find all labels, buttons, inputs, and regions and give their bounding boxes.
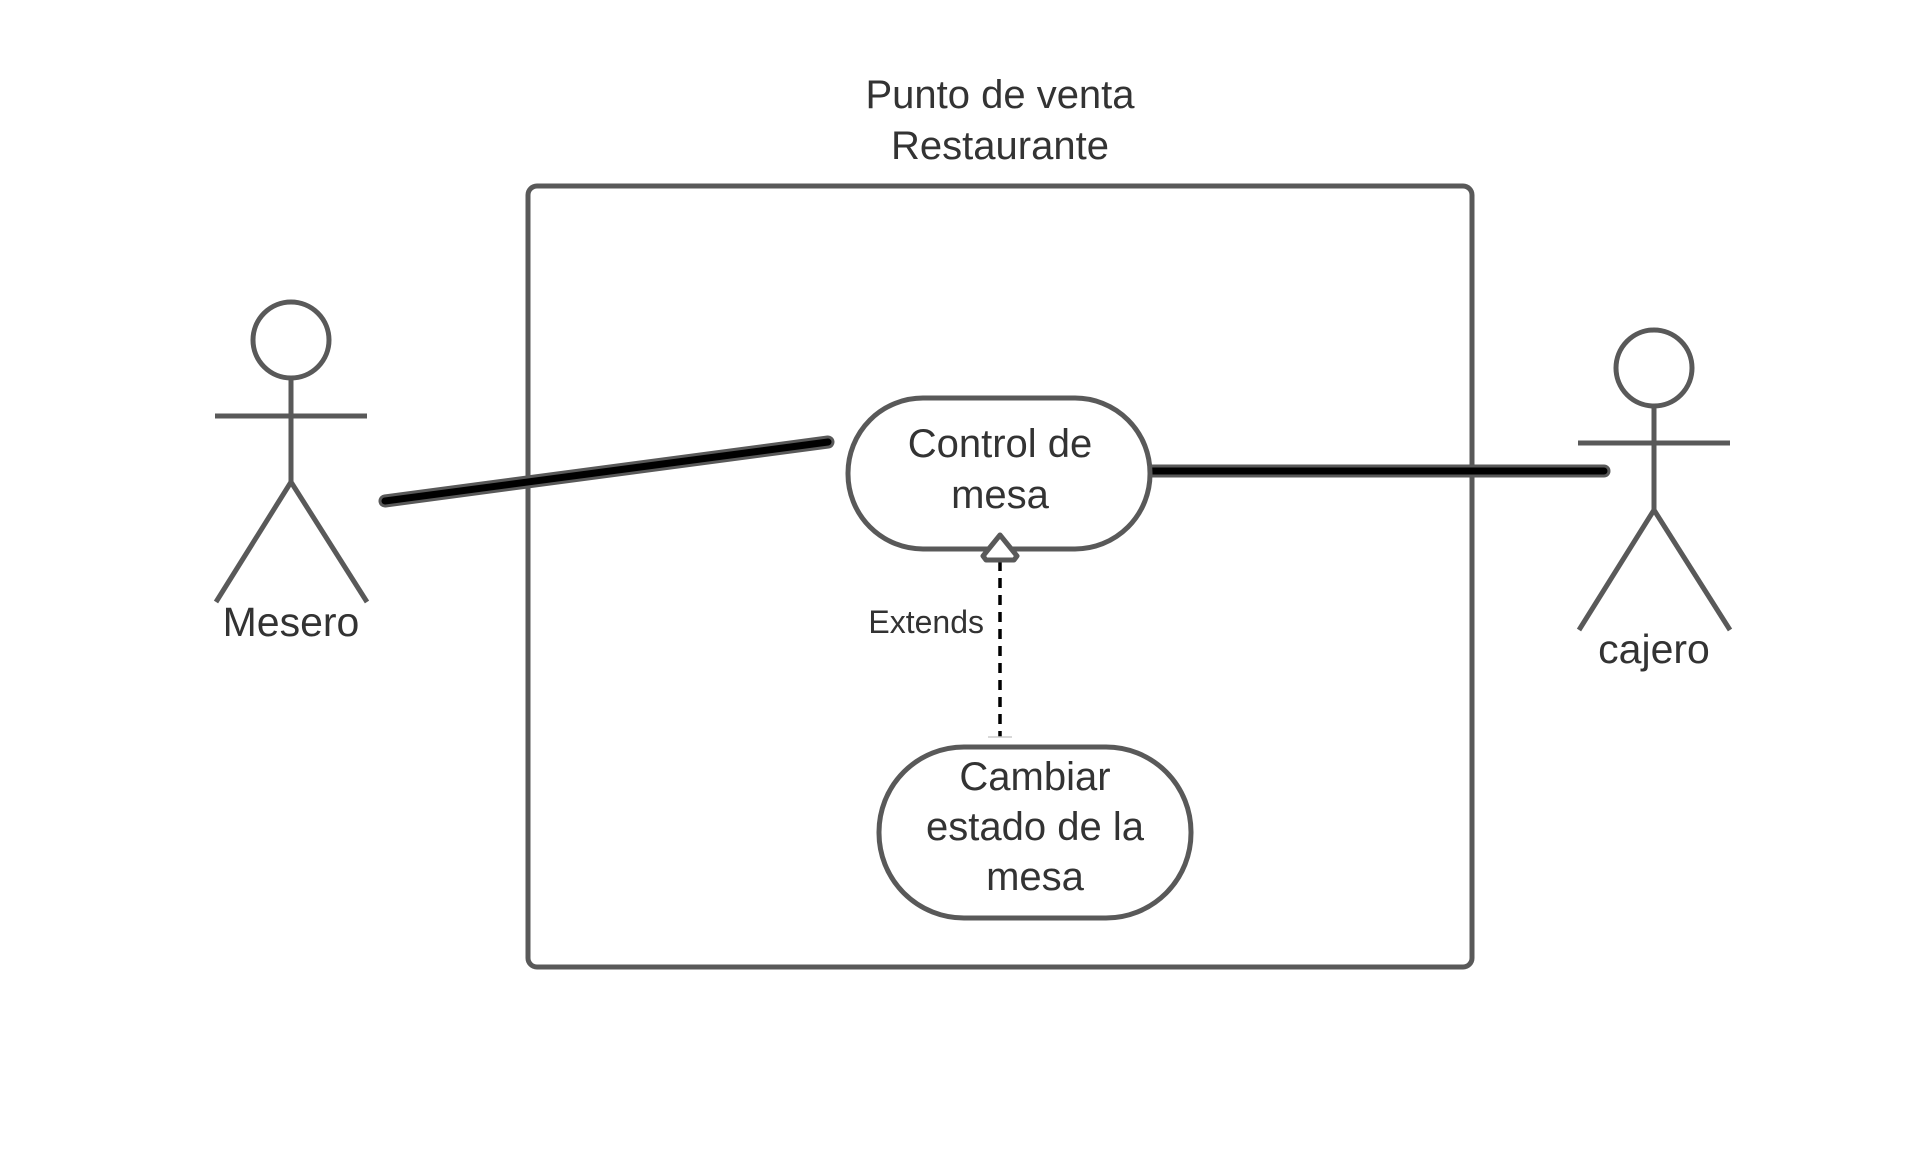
system-title-line1: Punto de venta	[865, 73, 1135, 117]
actor-cajero[interactable]	[1576, 327, 1733, 632]
use-case-cambiar-estado-line3: mesa	[986, 855, 1085, 899]
use-case-cambiar-estado[interactable]: Cambiar estado de la mesa	[876, 744, 1194, 921]
extends-label: Extends	[868, 604, 984, 640]
actor-leg-left	[1576, 508, 1657, 632]
use-case-cambiar-estado-line1: Cambiar	[959, 755, 1110, 799]
actor-leg-right	[288, 480, 370, 604]
use-case-control-mesa[interactable]: Control de mesa	[845, 395, 1153, 552]
use-case-cambiar-estado-line2: estado de la	[926, 805, 1145, 849]
system-title-line2: Restaurante	[891, 124, 1109, 168]
actor-head	[250, 299, 332, 381]
actor-mesero[interactable]	[213, 299, 370, 604]
actor-head	[1613, 327, 1695, 409]
association-mesero-control[interactable]	[378, 435, 835, 508]
extends-arrowhead	[980, 532, 1020, 563]
actor-mesero-label: Mesero	[223, 599, 360, 645]
system-boundary[interactable]	[525, 183, 1475, 970]
use-case-control-mesa-line2: mesa	[951, 473, 1050, 517]
actor-cajero-label: cajero	[1598, 626, 1710, 672]
use-case-control-mesa-line1: Control de	[908, 422, 1093, 466]
actor-leg-right	[1651, 508, 1733, 632]
extends-relationship[interactable]	[980, 532, 1020, 738]
actor-leg-left	[213, 480, 294, 604]
